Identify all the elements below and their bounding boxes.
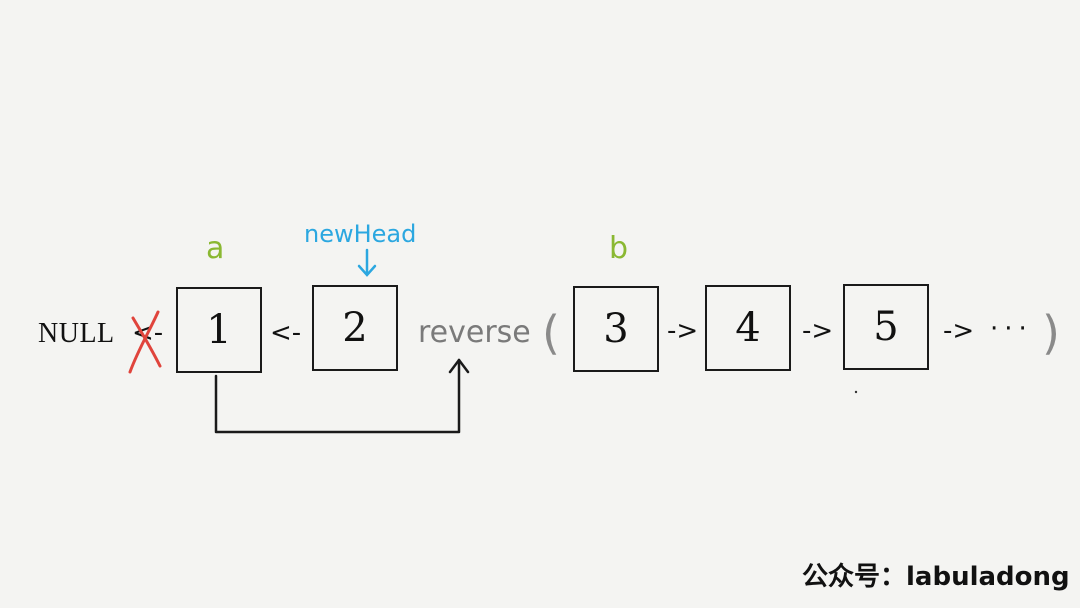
node-value: 2 [342, 305, 368, 351]
crossed-left-arrow: <- [132, 318, 164, 348]
right-arrow: -> [802, 316, 834, 346]
var-label-a: a [206, 231, 225, 266]
var-label-b: b [609, 231, 629, 266]
list-node-5: 5 [843, 284, 929, 370]
right-arrow: -> [667, 316, 699, 346]
close-paren: ) [1042, 306, 1060, 360]
list-node-1: 1 [176, 287, 262, 373]
new-head-arrow-icon [357, 248, 377, 277]
list-node-3: 3 [573, 286, 659, 372]
right-arrow: -> [943, 316, 975, 346]
left-arrow: <- [270, 318, 302, 348]
new-head-label: newHead [304, 220, 417, 248]
list-node-2: 2 [312, 285, 398, 371]
ellipsis: ··· [990, 314, 1033, 344]
node-value: 5 [873, 304, 899, 350]
watermark: 公众号：labuladong [802, 562, 1070, 592]
null-label: NULL [38, 318, 115, 349]
function-name: reverse [418, 315, 531, 350]
speck-dot [854, 390, 858, 394]
node-value: 4 [735, 305, 761, 351]
open-paren: ( [542, 306, 560, 360]
list-node-4: 4 [705, 285, 791, 371]
node-value: 3 [603, 306, 629, 352]
node-value: 1 [206, 307, 232, 353]
